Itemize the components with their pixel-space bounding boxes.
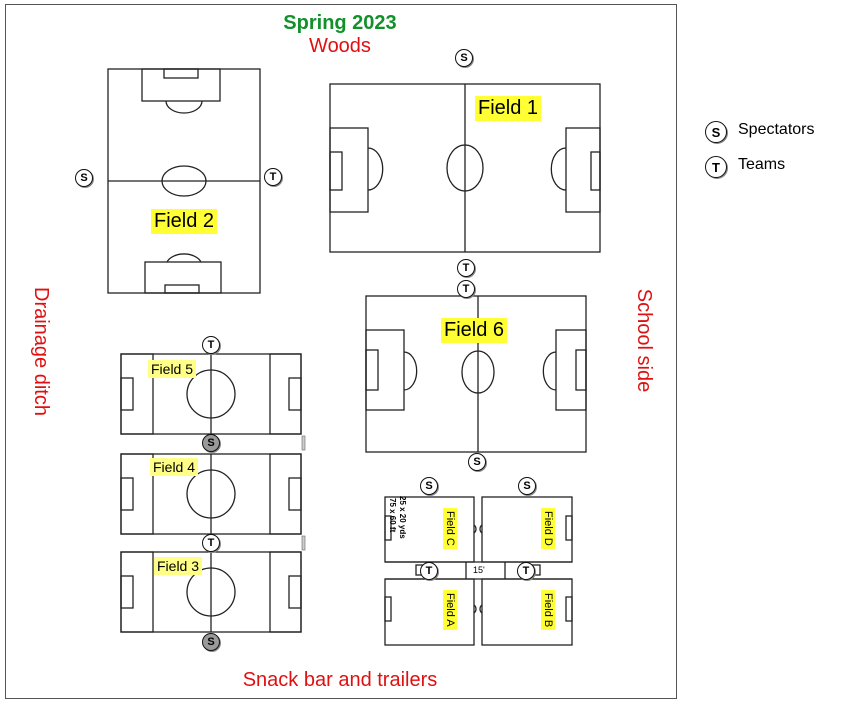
woods-label: Woods: [309, 35, 371, 57]
field-5-label: Field 5: [148, 360, 197, 378]
spectator-marker: S: [75, 169, 93, 187]
field-3-lines: [120, 551, 302, 633]
team-marker: T: [264, 168, 282, 186]
team-marker: T: [457, 280, 475, 298]
map-title: Spring 2023: [283, 12, 397, 34]
small-field-size-ft: 75 x 60 ft: [388, 498, 397, 533]
spectator-marker: S: [518, 477, 536, 495]
snack-bar-label: Snack bar and trailers: [242, 669, 438, 691]
map-frame: [5, 4, 677, 699]
field-1-lines: [329, 83, 601, 253]
field-4-lines: [120, 453, 302, 535]
spectator-marker: S: [455, 49, 473, 67]
small-field-size-yds: 25 x 20 yds: [398, 496, 407, 539]
field-4-label: Field 4: [150, 458, 199, 476]
field-a-label: Field A: [443, 590, 457, 630]
spectator-marker: S: [202, 434, 220, 452]
field-c-label: Field C: [443, 508, 457, 549]
field-6-label: Field 6: [441, 318, 508, 343]
field-5-lines: [120, 353, 302, 435]
team-marker: T: [202, 336, 220, 354]
spectator-marker: S: [202, 633, 220, 651]
field-b-label: Field B: [541, 590, 555, 631]
team-marker: T: [517, 562, 535, 580]
team-marker: T: [202, 534, 220, 552]
field-2-label: Field 2: [151, 209, 218, 234]
field-1-label: Field 1: [475, 96, 542, 121]
field-2-lines: [107, 68, 261, 294]
legend-teams-icon: T: [705, 156, 727, 178]
team-marker: T: [420, 562, 438, 580]
spectator-marker: S: [468, 453, 486, 471]
gap-15ft-label: 15': [473, 565, 485, 575]
legend-spectators-label: Spectators: [738, 121, 815, 138]
spectator-marker: S: [420, 477, 438, 495]
legend-spectators-icon: S: [705, 121, 727, 143]
field-3-label: Field 3: [154, 557, 203, 575]
field-d-label: Field D: [541, 508, 555, 549]
field-6-lines: [365, 295, 587, 453]
legend-teams-label: Teams: [738, 156, 786, 173]
team-marker: T: [457, 259, 475, 277]
